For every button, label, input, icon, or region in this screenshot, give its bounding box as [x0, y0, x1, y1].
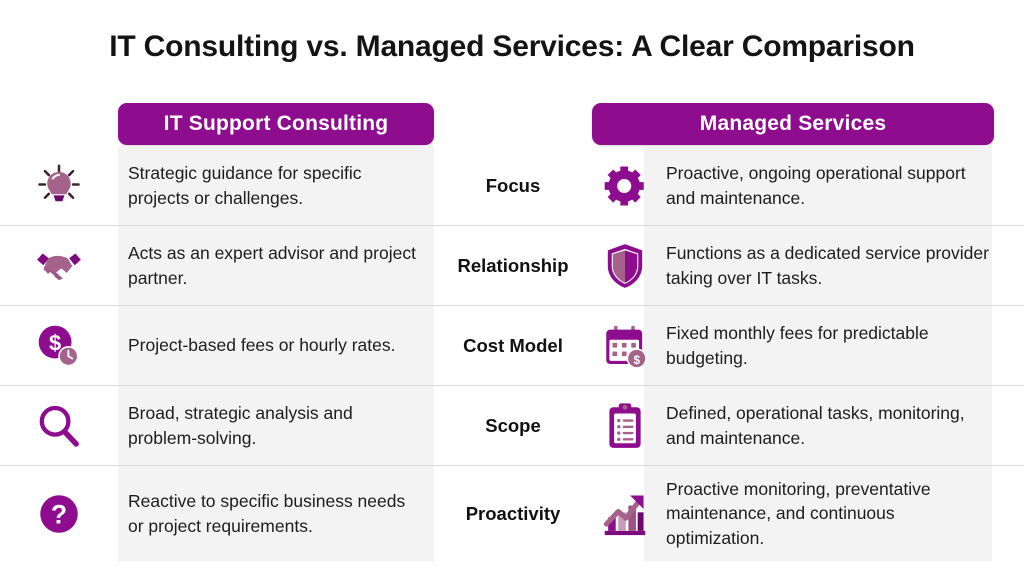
column-header-it-support-consulting: IT Support Consulting — [118, 103, 434, 145]
svg-text:$: $ — [633, 353, 640, 366]
row-label-focus: Focus — [485, 174, 541, 196]
table-row: Acts as an expert advisor and project pa… — [0, 225, 1024, 305]
row-left-description: Acts as an expert advisor and project pa… — [128, 243, 416, 288]
clipboard-icon — [592, 386, 658, 465]
table-row: ? Reactive to specific business needs or… — [0, 465, 1024, 561]
row-left-description: Project-based fees or hourly rates. — [128, 335, 396, 356]
gear-icon — [592, 146, 658, 225]
row-left-description: Reactive to specific business needs or p… — [128, 491, 406, 536]
column-header-managed-services: Managed Services — [592, 103, 994, 145]
column-headers: IT Support Consulting Managed Services — [0, 103, 1024, 145]
question-mark-icon: ? — [0, 466, 118, 561]
row-right-description: Functions as a dedicated service provide… — [666, 243, 989, 288]
row-label-cost-model: Cost Model — [463, 334, 563, 356]
table-row: Strategic guidance for specific projects… — [0, 146, 1024, 225]
row-left-description: Strategic guidance for specific projects… — [128, 163, 362, 208]
row-label-relationship: Relationship — [457, 254, 569, 276]
row-left-description: Broad, strategic analysis and problem-so… — [128, 403, 353, 448]
page-title: IT Consulting vs. Managed Services: A Cl… — [109, 30, 915, 63]
svg-text:$: $ — [49, 330, 61, 355]
svg-text:?: ? — [51, 499, 67, 529]
growth-chart-icon — [592, 466, 658, 561]
row-label-scope: Scope — [485, 414, 541, 436]
row-right-description: Defined, operational tasks, monitoring, … — [666, 403, 965, 448]
table-row: Broad, strategic analysis and problem-so… — [0, 385, 1024, 465]
table-row: $ Project-based fees or hourly rates. Co… — [0, 305, 1024, 385]
row-label-proactivity: Proactivity — [465, 502, 561, 524]
comparison-table: Strategic guidance for specific projects… — [0, 146, 1024, 561]
dollar-clock-icon: $ — [0, 306, 118, 385]
magnifier-icon — [0, 386, 118, 465]
handshake-icon — [0, 226, 118, 305]
row-right-description: Fixed monthly fees for predictable budge… — [666, 323, 929, 368]
calendar-dollar-icon: $ — [592, 306, 658, 385]
lightbulb-icon — [0, 146, 118, 225]
shield-icon — [592, 226, 658, 305]
row-right-description: Proactive, ongoing operational support a… — [666, 163, 966, 208]
row-right-description: Proactive monitoring, preventative maint… — [666, 479, 931, 548]
